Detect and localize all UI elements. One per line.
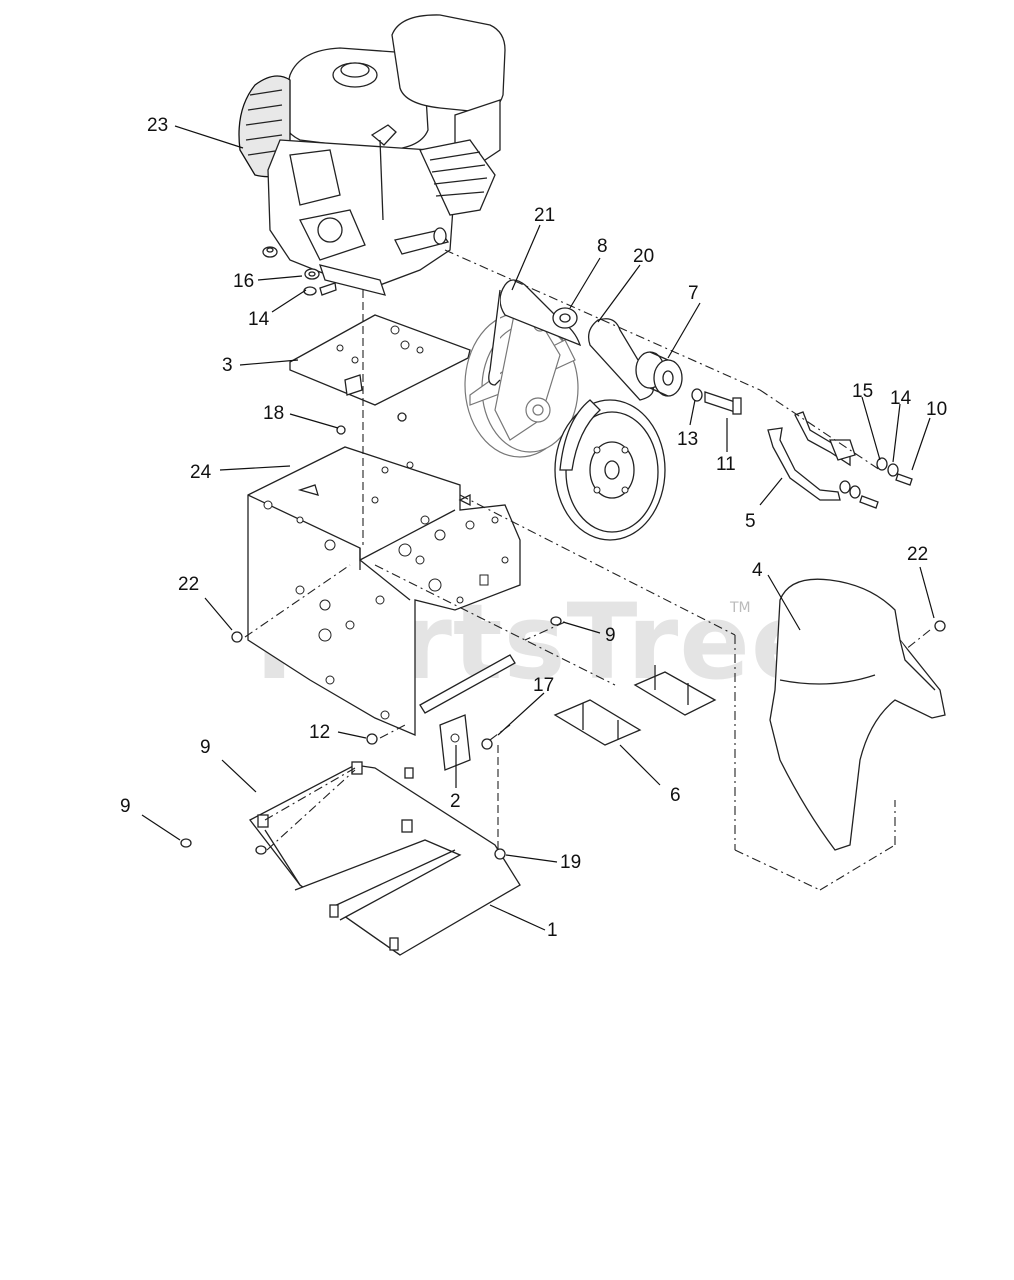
main-frame bbox=[247, 446, 521, 736]
callout-13: 13 bbox=[677, 429, 698, 450]
leader-lines bbox=[141, 125, 935, 931]
skid-shoes bbox=[553, 665, 717, 746]
engine-assembly bbox=[238, 14, 506, 296]
callout-9c: 9 bbox=[120, 796, 131, 817]
callout-5: 5 bbox=[745, 511, 756, 532]
callout-18: 18 bbox=[263, 403, 284, 424]
callout-9b: 9 bbox=[200, 737, 211, 758]
callout-6: 6 bbox=[670, 785, 681, 806]
bottom-skid-plate bbox=[249, 761, 521, 956]
callout-8: 8 bbox=[597, 236, 608, 257]
callout-12: 12 bbox=[309, 722, 330, 743]
callout-21: 21 bbox=[534, 205, 555, 226]
nut-18b bbox=[397, 412, 407, 422]
callout-20: 20 bbox=[633, 246, 654, 267]
callout-14: 14 bbox=[248, 309, 270, 330]
assembly-lines bbox=[244, 249, 931, 891]
callout-4: 4 bbox=[752, 560, 763, 581]
callout-24: 24 bbox=[190, 462, 212, 483]
callout-15: 15 bbox=[852, 381, 873, 402]
pulley-bolt-hardware bbox=[691, 388, 742, 415]
callout-9a: 9 bbox=[605, 625, 616, 646]
callout-22a: 22 bbox=[178, 574, 199, 595]
callout-17: 17 bbox=[533, 675, 554, 696]
belt-cover bbox=[769, 578, 946, 851]
callout-10: 10 bbox=[926, 399, 947, 420]
callout-3: 3 bbox=[222, 355, 233, 376]
engine-mount-hardware bbox=[262, 246, 337, 296]
engine-mounting-plate bbox=[289, 314, 471, 406]
callout-16: 16 bbox=[233, 271, 254, 292]
belt-guide-bracket bbox=[767, 411, 913, 509]
callout-2: 2 bbox=[450, 791, 461, 812]
callout-14b: 14 bbox=[890, 388, 912, 409]
small-hardware bbox=[180, 616, 562, 860]
callout-23: 23 bbox=[147, 115, 168, 136]
nut-18 bbox=[336, 425, 346, 435]
watermark-trademark: TM bbox=[729, 600, 751, 616]
callout-1: 1 bbox=[547, 920, 558, 941]
drive-pulley-belt-assembly bbox=[464, 279, 683, 541]
callout-19: 19 bbox=[560, 852, 581, 873]
callout-labels: 23 16 14 3 18 24 21 8 20 7 13 11 15 14 1… bbox=[120, 115, 947, 941]
callout-11: 11 bbox=[716, 454, 736, 475]
callout-22b: 22 bbox=[907, 544, 928, 565]
callout-7: 7 bbox=[688, 283, 699, 304]
cross-rod bbox=[419, 654, 516, 714]
